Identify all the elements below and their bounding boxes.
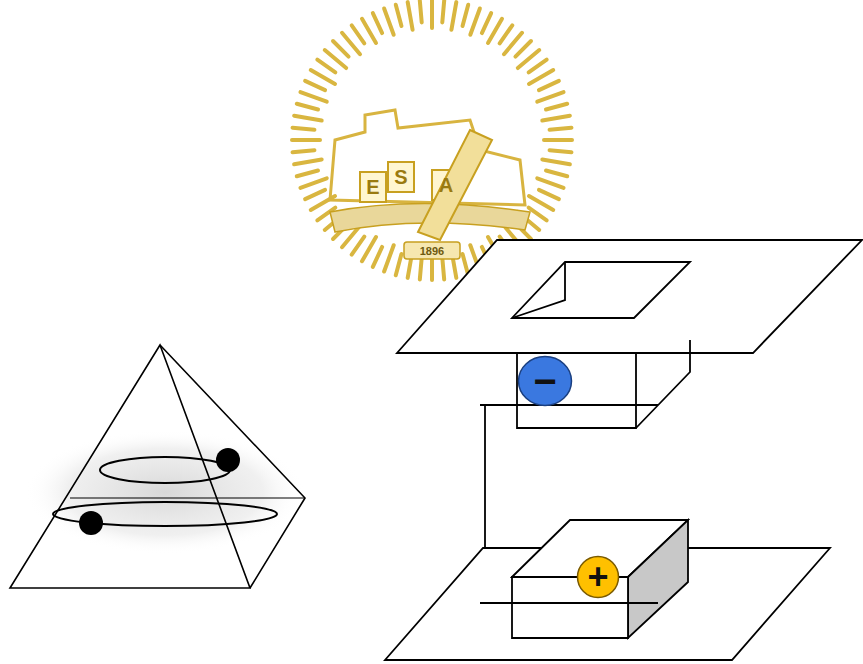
negative-charge: −	[517, 355, 573, 407]
upper-electrode	[397, 240, 862, 428]
positive-charge: +	[576, 555, 620, 599]
lower-electrode	[385, 520, 830, 660]
logo-letter: S	[394, 167, 407, 187]
charge-sign: −	[533, 361, 556, 401]
logo-letter: E	[366, 177, 379, 197]
pyramid	[10, 345, 305, 588]
charge-sign: +	[587, 559, 608, 595]
logo-letter: A	[439, 175, 453, 195]
logo-watermark	[292, 0, 572, 280]
logo-year: 1896	[420, 246, 444, 257]
